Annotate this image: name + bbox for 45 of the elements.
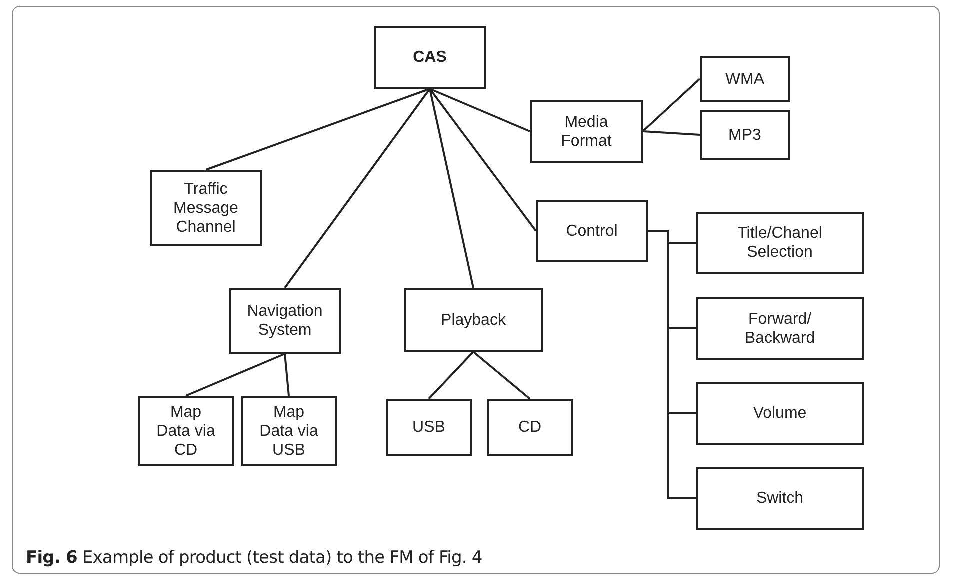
box-label: Media Format (560, 112, 613, 150)
figure-caption: Fig. 6 Example of product (test data) to the FM of Fig. 4 (26, 548, 482, 568)
connector-line (429, 88, 474, 288)
feature-box (536, 200, 648, 262)
feature-box (386, 399, 472, 456)
connector-line (206, 88, 430, 171)
feature-box (404, 288, 543, 352)
box-label: Map Data via USB (258, 402, 320, 460)
box-label: Forward/ Backward (744, 310, 816, 348)
connector-line (472, 351, 531, 400)
feature-box (138, 396, 234, 466)
feature-box (696, 382, 864, 445)
connector-line (642, 78, 701, 132)
box-label: Control (566, 222, 618, 240)
connector-line (648, 230, 696, 500)
connector-line (429, 88, 537, 232)
connector-line (642, 130, 700, 136)
feature-box (700, 110, 790, 160)
feature-box (150, 170, 262, 246)
connector-line (428, 351, 474, 400)
feature-box (700, 56, 790, 102)
box-label: WMA (725, 70, 765, 88)
feature-box (696, 212, 864, 274)
feature-box (374, 26, 486, 89)
box-label: Switch (756, 489, 804, 508)
box-label: Title/Chanel Selection (736, 224, 824, 262)
box-label: Map Data via CD (156, 402, 216, 460)
connector-line (284, 88, 431, 289)
box-label: Navigation System (246, 302, 324, 340)
feature-box (487, 399, 573, 456)
box-label: Traffic Message Channel (172, 180, 240, 236)
box-label: Volume (753, 404, 807, 423)
box-label: CAS (413, 48, 447, 67)
feature-box (241, 396, 337, 466)
feature-box (696, 467, 864, 530)
feature-box (696, 297, 864, 360)
feature-box (530, 100, 643, 163)
box-label: USB (412, 418, 446, 437)
box-label: CD (518, 418, 542, 437)
feature-box (229, 288, 341, 354)
box-label: MP3 (728, 126, 762, 144)
box-label: Playback (441, 310, 506, 330)
connector-line (186, 353, 286, 397)
connector-line (430, 88, 530, 132)
connector-line (284, 354, 290, 396)
